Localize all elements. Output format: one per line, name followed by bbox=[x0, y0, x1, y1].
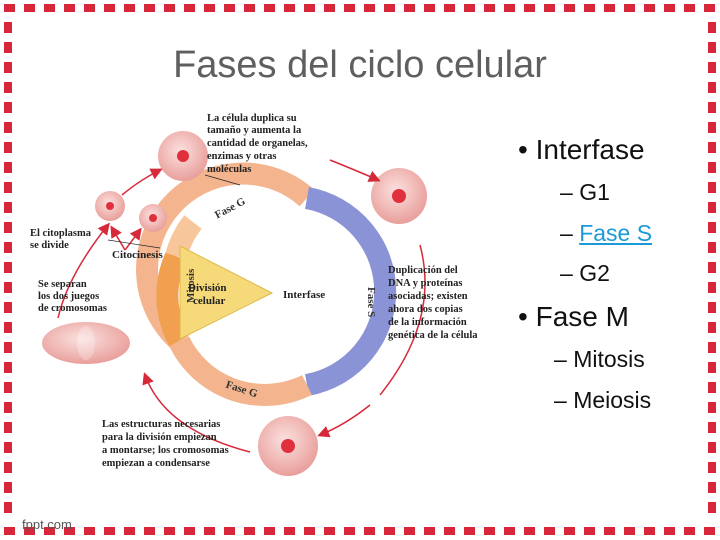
arrow-dividing-up bbox=[57, 222, 110, 319]
arrow-to-top-cell bbox=[121, 168, 163, 196]
division-celular-triangle bbox=[179, 245, 274, 340]
note-separate-line-1: Se separan bbox=[38, 279, 87, 290]
label-mitosis: Mitosis bbox=[185, 268, 197, 303]
fase-g1-arc bbox=[136, 162, 315, 350]
cell-top bbox=[158, 131, 208, 181]
dash: – bbox=[560, 260, 573, 286]
dash: – bbox=[554, 387, 567, 413]
note-g2-line-2: para la división empiezan bbox=[102, 432, 217, 443]
note-s-line-6: genética de la célula bbox=[388, 330, 478, 341]
arrow-cytoplasm bbox=[110, 225, 126, 251]
fase-s-link[interactable]: Fase S bbox=[579, 220, 653, 246]
note-g1-line-5: moléculas bbox=[207, 164, 251, 175]
slide-title: Fases del ciclo celular bbox=[173, 44, 547, 86]
bullet-fase-m-label: Fase M bbox=[535, 301, 629, 332]
bullet-fase-m: • Fase M bbox=[518, 297, 629, 337]
note-s-line-3: asociadas; existen bbox=[388, 291, 468, 302]
note-s-line-1: Duplicación del bbox=[388, 265, 458, 276]
bullet-glyph: • bbox=[518, 301, 528, 332]
cell-small-2 bbox=[139, 204, 167, 232]
note-s-line-5: de la información bbox=[388, 317, 467, 328]
label-citocinesis: Citocinesis bbox=[112, 249, 163, 261]
citocinesis-arc bbox=[165, 215, 202, 260]
note-g1-line-4: enzimas y otras bbox=[207, 151, 276, 162]
label-division-1: División bbox=[188, 282, 227, 294]
watermark: fppt.com bbox=[22, 517, 72, 532]
fase-g2-arc bbox=[169, 335, 312, 406]
pointer-line-g1 bbox=[204, 174, 241, 186]
note-g1-line-1: La célula duplica su bbox=[207, 113, 297, 124]
bullet-interfase-label: Interfase bbox=[535, 134, 645, 165]
sub-bullet-mitosis-label: Mitosis bbox=[573, 346, 645, 372]
arrow-g1-to-right-cell bbox=[329, 159, 381, 182]
sub-bullet-fase-s: – Fase S bbox=[560, 213, 652, 253]
note-g2-line-3: a montarse; los cromosomas bbox=[102, 445, 229, 456]
sub-bullet-g1-label: G1 bbox=[579, 179, 610, 205]
mitosis-arc bbox=[156, 251, 189, 347]
arrow-bottom-curve bbox=[142, 372, 251, 453]
sub-bullet-mitosis: – Mitosis bbox=[554, 339, 645, 379]
sub-bullet-g2-label: G2 bbox=[579, 260, 610, 286]
note-separate-line-2: los dos juegos bbox=[38, 291, 99, 302]
note-g2-line-4: empiezan a condensarse bbox=[102, 458, 210, 469]
dash: – bbox=[560, 220, 573, 246]
arrow-cytoplasm-2 bbox=[124, 227, 142, 251]
label-fase-s: Fase S bbox=[365, 287, 377, 317]
note-g1-line-3: cantidad de organelas, bbox=[207, 138, 308, 149]
cell-small-1 bbox=[95, 191, 125, 221]
note-g2-line-1: Las estructuras necesarias bbox=[102, 419, 220, 430]
sub-bullet-g1: – G1 bbox=[560, 172, 610, 212]
cell-right bbox=[371, 168, 427, 224]
arrow-s-curve bbox=[379, 244, 426, 396]
note-separate-line-3: de cromosomas bbox=[38, 303, 107, 314]
note-cytoplasm-line-2: se divide bbox=[30, 240, 69, 251]
bullet-interfase: • Interfase bbox=[518, 130, 645, 170]
label-interfase: Interfase bbox=[283, 289, 325, 301]
sub-bullet-meiosis: – Meiosis bbox=[554, 380, 651, 420]
sub-bullet-meiosis-label: Meiosis bbox=[573, 387, 652, 413]
pointer-line-cytoplasm bbox=[107, 239, 161, 249]
note-s-line-2: DNA y proteínas bbox=[388, 278, 462, 289]
note-s-line-4: ahora dos copias bbox=[388, 304, 463, 315]
note-g1-line-2: tamaño y aumenta la bbox=[207, 125, 302, 136]
dash: – bbox=[560, 179, 573, 205]
dash: – bbox=[554, 346, 567, 372]
fase-s-arc bbox=[304, 187, 397, 396]
arrow-to-bottom-cell bbox=[317, 404, 371, 438]
label-division-2: celular bbox=[193, 295, 225, 307]
note-cytoplasm-line-1: El citoplasma bbox=[30, 228, 92, 239]
cell-bottom bbox=[258, 416, 318, 476]
label-fase-g-top: Fase G bbox=[213, 195, 248, 221]
cell-dividing bbox=[42, 322, 130, 364]
sub-bullet-g2: – G2 bbox=[560, 253, 610, 293]
bullet-glyph: • bbox=[518, 134, 528, 165]
